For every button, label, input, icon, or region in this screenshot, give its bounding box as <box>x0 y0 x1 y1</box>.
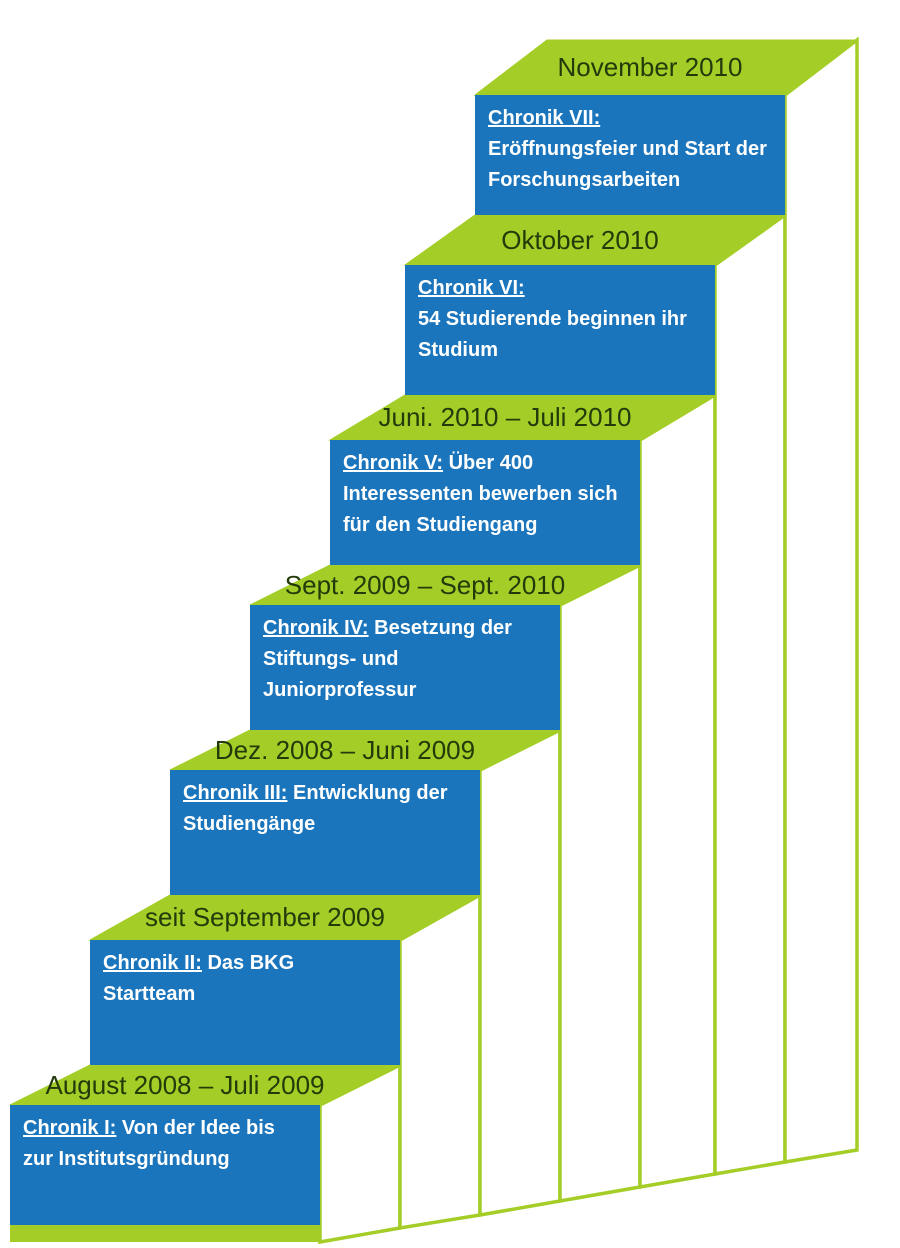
chronik-4-title: Chronik IV: <box>263 617 369 639</box>
chronik-box-3: Chronik III: Entwicklung der Studiengäng… <box>170 770 480 895</box>
chronik-3-text: Entwicklung der Studiengänge <box>183 782 448 835</box>
date-label-chronik-5: Juni. 2010 – Juli 2010 <box>378 402 632 432</box>
chronik-box-4: Chronik IV: Besetzung der Stiftungs- und… <box>250 605 560 730</box>
chronik-1-text: Von der Idee bis zur Institutsgründung <box>23 1117 275 1170</box>
side-face-step-6 <box>713 211 787 1177</box>
chronik-5-title: Chronik V: <box>343 452 444 474</box>
side-face-step-2 <box>398 892 482 1231</box>
side-face-step-7 <box>783 36 859 1165</box>
treads <box>9 39 859 1106</box>
date-label-chronik-2: seit September 2009 <box>145 902 385 932</box>
chronik-box-7: Chronik VII: Eröffnungsfeier und Start d… <box>475 95 785 215</box>
chronik-2-title: Chronik II: <box>103 952 202 974</box>
date-label-chronik-3: Dez. 2008 – Juni 2009 <box>214 734 476 765</box>
chronik-3-title: Chronik III: <box>183 782 288 804</box>
side-face-step-5 <box>638 391 717 1190</box>
date-label-chronik-7: November 2010 <box>557 52 743 82</box>
chronik-box-2: Chronik II: Das BKG Startteam <box>90 940 400 1065</box>
date-label-chronik-6: Oktober 2010 <box>501 224 659 255</box>
chronik-2-text: Das BKG Startteam <box>103 952 295 1005</box>
chronik-box-5: Chronik V: Über 400 Interessenten bewerb… <box>330 440 640 565</box>
chronik-box-6: Chronik VI: 54 Studierende beginnen ihr … <box>405 265 715 395</box>
chronik-4-text: Besetzung der Stiftungs- und Juniorprofe… <box>263 617 512 701</box>
base-strip <box>10 1225 320 1242</box>
chronik-1-title: Chronik I: <box>23 1117 117 1139</box>
date-label-chronik-1: August 2008 – Juli 2009 <box>45 1069 325 1100</box>
date-label-chronik-4: Sept. 2009 – Sept. 2010 <box>284 569 566 600</box>
side-face-step-3 <box>478 727 562 1218</box>
chronik-6-text: 54 Studierende beginnen ihr Studium <box>418 308 687 361</box>
chronik-box-1: Chronik I: Von der Idee bis zur Institut… <box>10 1105 320 1225</box>
chronik-6-title: Chronik VI: <box>418 277 525 299</box>
chronik-7-title: Chronik VII: <box>488 107 601 129</box>
chronik-5-text: Über 400 Interessenten bewerben sich für… <box>343 452 618 536</box>
side-face-step-4 <box>558 562 642 1204</box>
chronik-7-text: Eröffnungsfeier und Start der Forschungs… <box>488 138 767 191</box>
